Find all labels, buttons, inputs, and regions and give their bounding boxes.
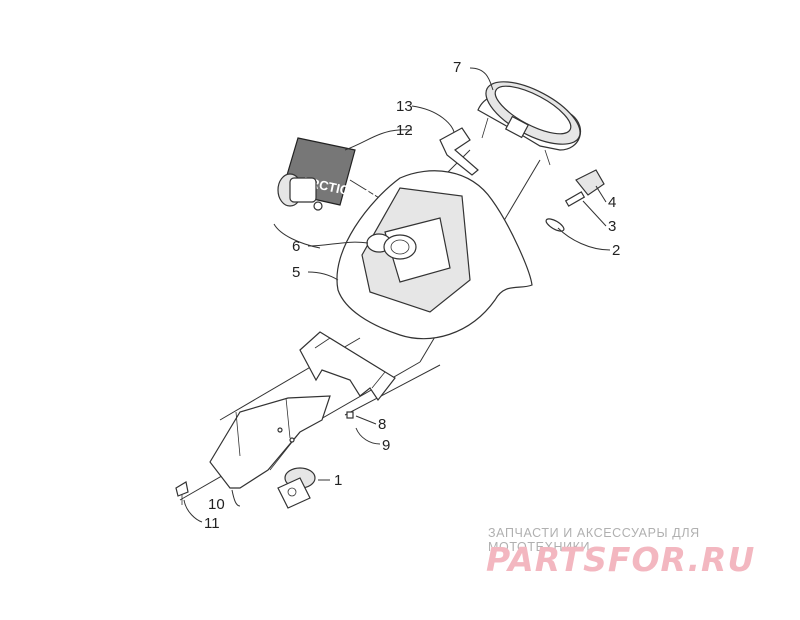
dash-housing [336,170,533,340]
callout-6: 6 [292,238,300,255]
callout-10: 10 [208,496,225,513]
watermark-tagline: ЗАПЧАСТИ И АКСЕССУАРЫ ДЛЯ МОТОТЕХНИКИ [488,526,700,554]
callout-8: 8 [378,416,386,433]
mounting-bracket [209,395,331,489]
speedometer-gauge [477,81,582,166]
leader-lines [183,67,611,523]
callout-1: 1 [334,472,342,489]
callout-2: 2 [612,242,620,259]
wire-tie-clip [439,127,479,176]
callout-7: 7 [453,59,461,76]
ignition-key-switch [545,169,605,232]
callout-12: 12 [396,122,413,139]
small-screw [346,411,354,419]
gauge-bracket [299,331,396,402]
callout-13: 13 [396,98,413,115]
callout-4: 4 [608,194,616,211]
watermark-logo: PARTSFOR.RU [486,540,756,579]
callout-9: 9 [382,437,390,454]
callout-labels: 7 13 12 4 3 2 6 5 8 9 1 10 11 [204,59,620,532]
callout-5: 5 [292,264,300,281]
callout-3: 3 [608,218,616,235]
callout-11: 11 [204,515,220,532]
accessory-plug [277,173,323,211]
mounting-screw [175,481,189,505]
rotary-switch [277,467,316,509]
